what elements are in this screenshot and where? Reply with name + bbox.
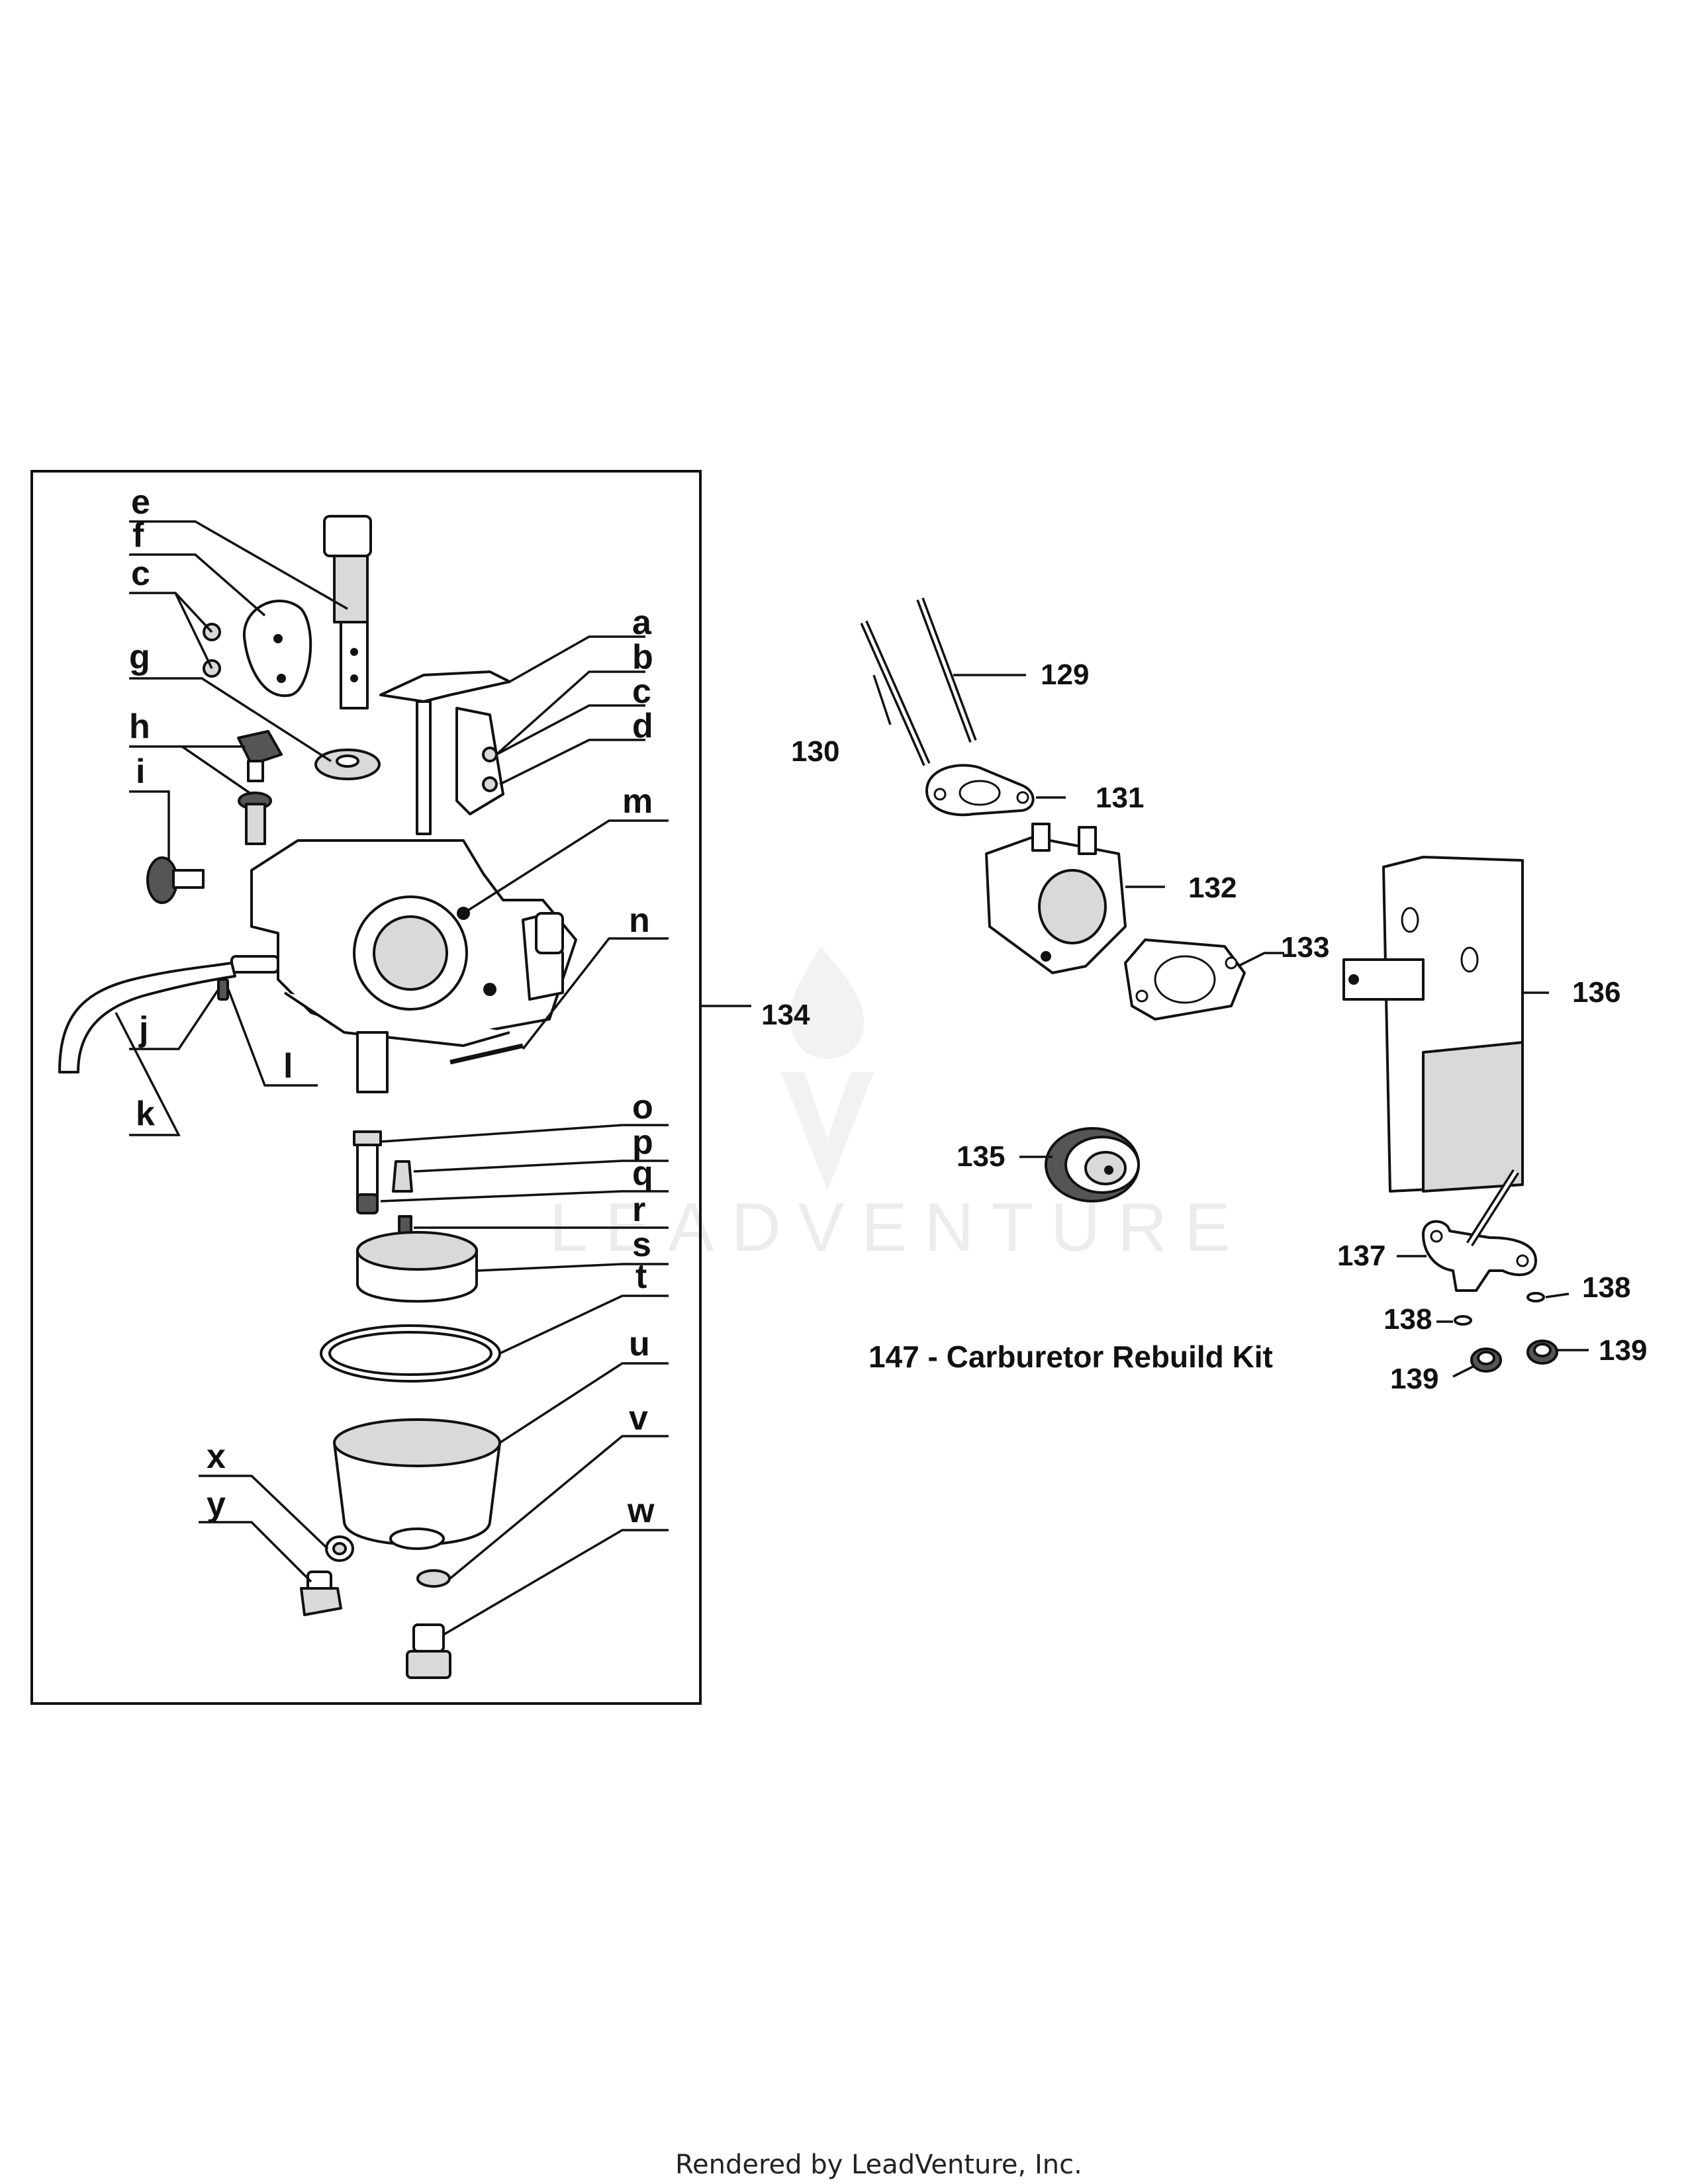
callout-139-right: 139: [1599, 1334, 1647, 1367]
callout-138-right: 138: [1582, 1271, 1630, 1304]
callout-v: v: [629, 1399, 648, 1437]
callout-137: 137: [1337, 1240, 1385, 1272]
callouts-numbers: 129 130 131 132 133 134 135 136 137 138 …: [761, 659, 1647, 1395]
carburetor-body: [250, 839, 577, 1093]
part-j-fitting: [230, 955, 279, 974]
part-s-float: [356, 1231, 478, 1303]
part-138-o-rings: [1454, 1292, 1545, 1326]
part-e-choke-shaft: [323, 515, 372, 709]
callout-136: 136: [1572, 976, 1620, 1009]
callout-k: k: [136, 1095, 155, 1133]
part-129-stud: [916, 597, 977, 743]
part-136-heat-shield: [1342, 856, 1524, 1193]
callout-c-left: c: [131, 555, 150, 593]
part-q-jet: [356, 1193, 379, 1214]
callout-e: e: [131, 483, 150, 522]
part-l-clip: [217, 978, 229, 1001]
part-133-gasket: [1124, 938, 1246, 1021]
part-t-gasket: [320, 1324, 501, 1383]
callout-129: 129: [1041, 659, 1089, 691]
callout-c-right: c: [632, 672, 651, 711]
callout-a: a: [632, 604, 652, 642]
kit-label: 147 - Carburetor Rebuild Kit: [868, 1340, 1273, 1374]
callout-133: 133: [1281, 931, 1329, 964]
callout-y: y: [207, 1485, 226, 1524]
callout-135: 135: [957, 1140, 1005, 1173]
callout-s: s: [632, 1226, 651, 1264]
callout-g: g: [129, 638, 150, 676]
part-h-jet: [237, 730, 283, 782]
part-135-plug: [1045, 1127, 1140, 1203]
callout-l: l: [283, 1047, 293, 1085]
leader-lines-left: [115, 520, 751, 1636]
carburetor-assembly-box: [30, 470, 702, 1705]
callout-o: o: [632, 1088, 653, 1126]
part-130-stud: [860, 620, 931, 766]
callout-b: b: [632, 638, 653, 676]
callout-w: w: [627, 1492, 655, 1530]
callout-q: q: [632, 1154, 653, 1193]
callout-p: p: [632, 1123, 653, 1161]
callout-132: 132: [1188, 872, 1237, 904]
callout-t: t: [635, 1257, 647, 1296]
part-y-drain-screw: [300, 1570, 342, 1616]
part-139-nuts: [1470, 1340, 1558, 1373]
callouts-letters: a b c d e f c g h i j k l m n o p q r s …: [129, 483, 655, 1530]
callout-d: d: [632, 707, 653, 745]
callout-i: i: [136, 752, 145, 791]
callout-n: n: [629, 901, 650, 940]
part-v-washer: [416, 1569, 451, 1588]
part-x-washer: [325, 1535, 354, 1562]
watermark-logo-icon: [781, 946, 874, 1191]
part-131-gasket: [925, 764, 1035, 817]
callout-134: 134: [761, 999, 810, 1031]
leader-lines-right: [872, 674, 1589, 1378]
callout-138-left: 138: [1383, 1303, 1432, 1336]
callout-130: 130: [791, 735, 839, 768]
part-h-needle: [238, 792, 272, 845]
callout-139-left: 139: [1390, 1363, 1438, 1395]
callout-131: 131: [1096, 782, 1144, 814]
callout-h: h: [129, 707, 150, 746]
callout-u: u: [629, 1325, 650, 1363]
part-u-float-bowl: [333, 1418, 501, 1550]
callout-r: r: [632, 1191, 645, 1229]
part-g-seal: [314, 749, 381, 780]
callout-f: f: [132, 516, 144, 555]
part-w-drain-bolt: [406, 1623, 451, 1679]
callout-x: x: [207, 1437, 226, 1476]
part-p-float-needle: [392, 1160, 413, 1193]
part-k-fuel-hose: [58, 962, 236, 1073]
part-137-fuel-valve: [1422, 1169, 1537, 1292]
callout-m: m: [622, 782, 653, 821]
part-i-adjuster-screw: [146, 856, 205, 904]
part-a-b-throttle-lever: [379, 670, 511, 835]
part-f-choke-plate: [242, 600, 312, 698]
part-n-pin: [449, 1043, 524, 1065]
callout-j: j: [138, 1010, 148, 1048]
footer-credit: Rendered by LeadVenture, Inc.: [675, 2150, 1082, 2180]
part-132-insulator: [985, 823, 1127, 974]
